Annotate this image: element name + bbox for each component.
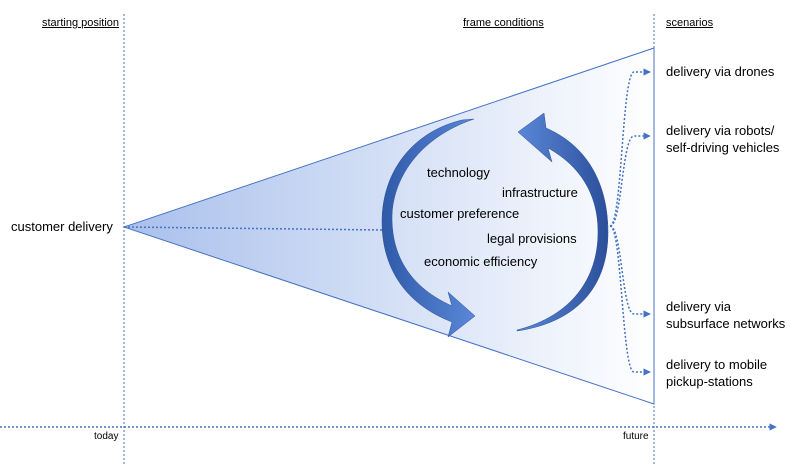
frame-condition-customer-preference: customer preference (400, 206, 520, 221)
frame-condition-infrastructure: infrastructure (502, 185, 578, 200)
frame-condition-technology: technology (427, 165, 490, 180)
branch-arrow-pickup (609, 225, 651, 376)
scenario-pickup: delivery to mobile pickup-stations (666, 357, 768, 389)
cycle-arrow-left (381, 118, 476, 338)
branch-arrow-drones (609, 68, 651, 227)
timeline-future: future (623, 431, 649, 442)
scenario-robots: delivery via robots/ self-driving vehicl… (666, 123, 780, 155)
frame-condition-legal-provisions: legal provisions (487, 231, 577, 246)
origin-label: customer delivery (11, 219, 113, 234)
header-starting-position: starting position (42, 17, 120, 29)
branch-arrow-robots (609, 132, 651, 227)
center-dotted-line (123, 226, 386, 231)
cycle-arrow-right (516, 112, 609, 332)
timeline-today: today (94, 431, 119, 442)
scenario-drones: delivery via drones (666, 64, 775, 79)
header-scenarios: scenarios (666, 17, 714, 29)
scenario-subsurface: delivery via subsurface networks (666, 299, 786, 331)
header-frame-conditions: frame conditions (463, 17, 544, 29)
frame-condition-economic-efficiency: economic efficiency (424, 254, 538, 269)
